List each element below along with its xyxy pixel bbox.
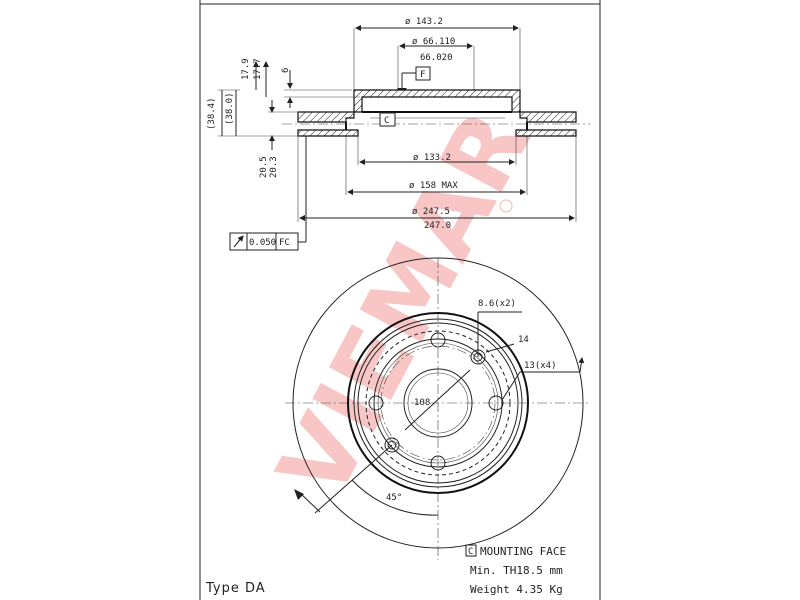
stud-hole	[430, 455, 446, 471]
hub-height: 6	[281, 68, 291, 73]
max-diameter: ø 158 MAX	[409, 181, 458, 191]
disc-thickness-max: 20.5	[259, 156, 269, 178]
runout-tolerance-frame: 0.050 FC	[229, 136, 307, 251]
disc-thickness-min: 20.3	[269, 156, 279, 178]
outer-diameter-max: ø 247.5	[412, 207, 450, 217]
stud-holes-label: 13(x4)	[524, 361, 557, 371]
hole-size-label: 14	[518, 335, 529, 345]
centering-bore-max: ø 66.110	[412, 37, 455, 47]
datum-c-label: C	[384, 116, 389, 126]
flange-height-min: 17.7	[253, 58, 263, 80]
runout-tolerance-value: 0.050	[249, 238, 276, 248]
stud-hole	[430, 332, 446, 348]
stud-hole	[368, 395, 384, 411]
angle-label: 45°	[386, 493, 402, 503]
section-view: ø 143.2 ø 66.110 66.020 F C 6 17.9	[207, 17, 590, 251]
weight-note: Weight 4.35 Kg	[470, 583, 563, 596]
hub-outer-diameter: ø 143.2	[405, 17, 443, 27]
mounting-face-datum: C	[468, 547, 473, 557]
runout-reference: FC	[279, 238, 290, 248]
runout-arrow-icon	[233, 235, 244, 248]
page-frame	[199, 0, 601, 600]
stud-hole	[488, 395, 504, 411]
notes: C MOUNTING FACE Min. TH18.5 mm Weight 4.…	[205, 544, 566, 596]
inner-diameter: ø 133.2	[413, 153, 451, 163]
centering-bore-min: 66.020	[420, 53, 453, 63]
threaded-hole	[384, 437, 400, 453]
disc-type-label: Type DA	[205, 581, 266, 596]
hole-thread-label: 8.6(x2)	[478, 299, 516, 309]
watermark-registered-icon	[499, 199, 513, 213]
front-view: 8.6(x2) 14 13(x4) 108 45°	[285, 257, 588, 560]
mounting-face-label: MOUNTING FACE	[480, 545, 566, 558]
datum-f-label: F	[420, 70, 425, 80]
total-height-min: (38.0)	[225, 92, 235, 125]
total-height-max: (38.4)	[207, 97, 217, 130]
bolt-circle-label: 108	[414, 398, 430, 408]
flange-height-max: 17.9	[241, 58, 251, 80]
outer-diameter-min: 247.0	[424, 221, 451, 231]
min-thickness-note: Min. TH18.5 mm	[470, 564, 563, 577]
